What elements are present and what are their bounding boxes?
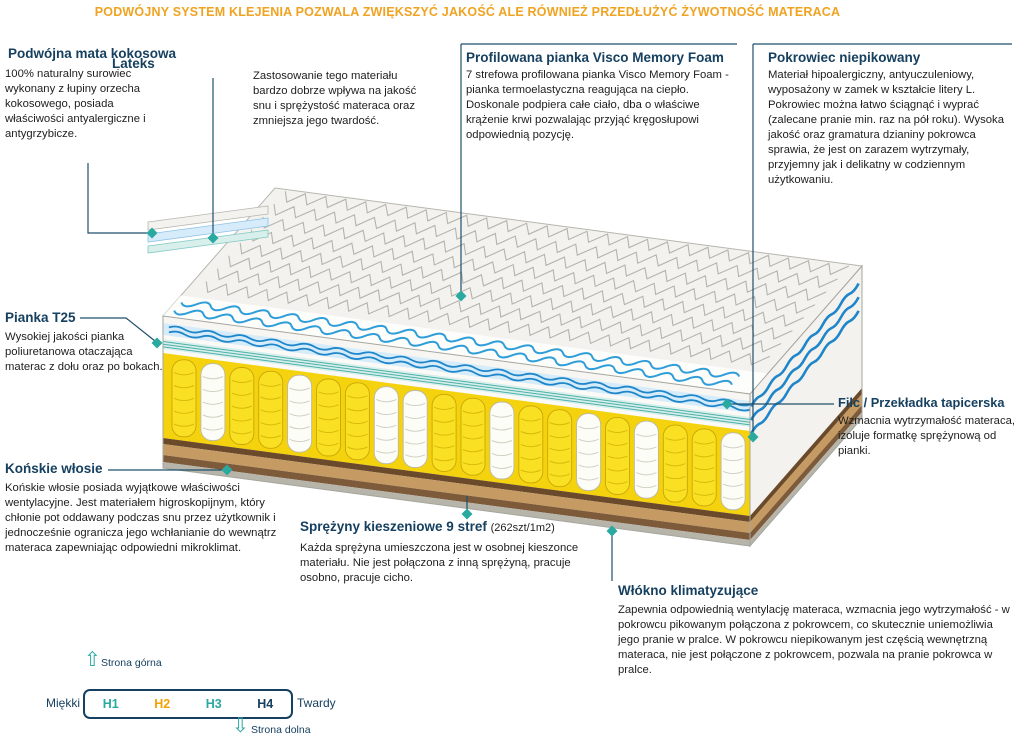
hardness-level-h4: H4 — [257, 697, 274, 711]
springs-body: Każda sprężyna umieszczona jest w osobne… — [300, 542, 579, 585]
foam-t25-body: Wysokiej jakości pianka poliuretanowa ot… — [5, 331, 163, 374]
bottom-side-label: Strona dolna — [251, 724, 311, 736]
hardness-scale: H1 H2 H3 H4 — [83, 689, 293, 719]
up-arrow-icon: ⇧ — [84, 649, 101, 671]
hardness-level-h2: H2 — [154, 697, 171, 711]
springs-subtitle: (262szt/1m2) — [490, 522, 555, 534]
springs-title-row: Sprężyny kieszeniowe 9 stref (262szt/1m2… — [300, 519, 620, 535]
felt-body: Wzmacnia wytrzymałość materaca, izoluje … — [838, 415, 1016, 458]
hardness-level-h1: H1 — [102, 697, 119, 711]
climate-fiber-body: Zapewnia odpowiednią wentylację materaca… — [618, 604, 1010, 677]
felt-title: Filc / Przekładka tapicerska — [838, 395, 1005, 410]
top-side-label: Strona górna — [101, 657, 162, 669]
climate-fiber-title: Włókno klimatyzujące — [618, 583, 759, 598]
cover-body: Materiał hipoalergiczny, antyuczuleniowy… — [768, 69, 1004, 187]
horsehair-body: Końskie włosie posiada wyjątkowe właściw… — [5, 482, 277, 555]
foam-t25-title: Pianka T25 — [5, 310, 76, 325]
latex-body: Zastosowanie tego materiału bardzo dobrz… — [253, 70, 417, 128]
hard-label: Twardy — [297, 696, 336, 710]
down-arrow-icon: ⇩ — [232, 715, 249, 737]
visco-body: 7 strefowa profilowana pianka Visco Memo… — [466, 69, 729, 142]
hardness-level-h3: H3 — [205, 697, 222, 711]
horsehair-title: Końskie włosie — [5, 461, 103, 476]
cover-title: Pokrowiec niepikowany — [768, 50, 921, 65]
top-banner: PODWÓJNY SYSTEM KLEJENIA POZWALA ZWIĘKSZ… — [94, 5, 841, 19]
visco-title: Profilowana pianka Visco Memory Foam — [466, 50, 724, 65]
springs-title: Sprężyny kieszeniowe 9 stref — [300, 519, 487, 534]
soft-label: Miękki — [46, 696, 81, 710]
coconut-mat-body: 100% naturalny surowiec wykonany z łupin… — [5, 68, 146, 141]
coconut-mat-title: Podwójna mata kokosowa — [8, 46, 177, 61]
latex-title: Lateks — [112, 56, 155, 71]
